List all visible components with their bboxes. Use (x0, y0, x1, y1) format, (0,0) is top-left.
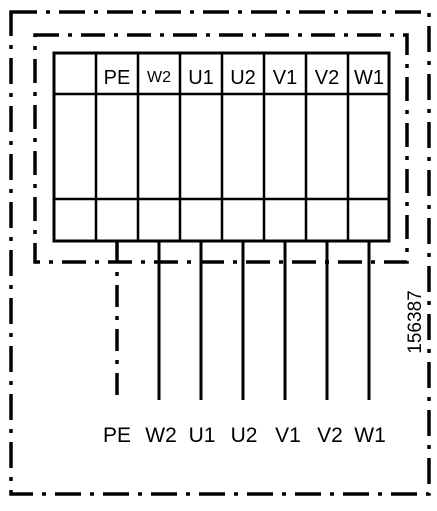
wire-label-pe: PE (103, 424, 131, 447)
terminal-column-dividers (94, 53, 350, 241)
wire-label-u1: U1 (189, 424, 216, 447)
terminal-label-w1: W1 (354, 67, 384, 89)
wire-label-w1: W1 (354, 424, 386, 447)
wire-labels: PE W2 U1 U2 V1 V2 W1 (103, 424, 386, 447)
terminal-label-u2: U2 (230, 67, 256, 89)
terminal-label-v2: V2 (315, 67, 339, 89)
wire-label-v1: V1 (275, 424, 301, 447)
terminal-label-v1: V1 (273, 67, 297, 89)
outer-enclosure-boundary (9, 10, 431, 496)
wire-label-v2: V2 (317, 424, 343, 447)
terminal-label-u1: U1 (188, 67, 214, 89)
inner-enclosure-boundary (33, 33, 409, 264)
terminal-header-labels: PE W2 U1 U2 V1 V2 W1 (104, 67, 384, 89)
reference-number: 156387 (405, 290, 426, 353)
terminal-label-pe: PE (104, 67, 131, 89)
wire-label-u2: U2 (231, 424, 258, 447)
wire-label-w2: W2 (145, 424, 177, 447)
terminal-label-w2: W2 (147, 69, 171, 86)
